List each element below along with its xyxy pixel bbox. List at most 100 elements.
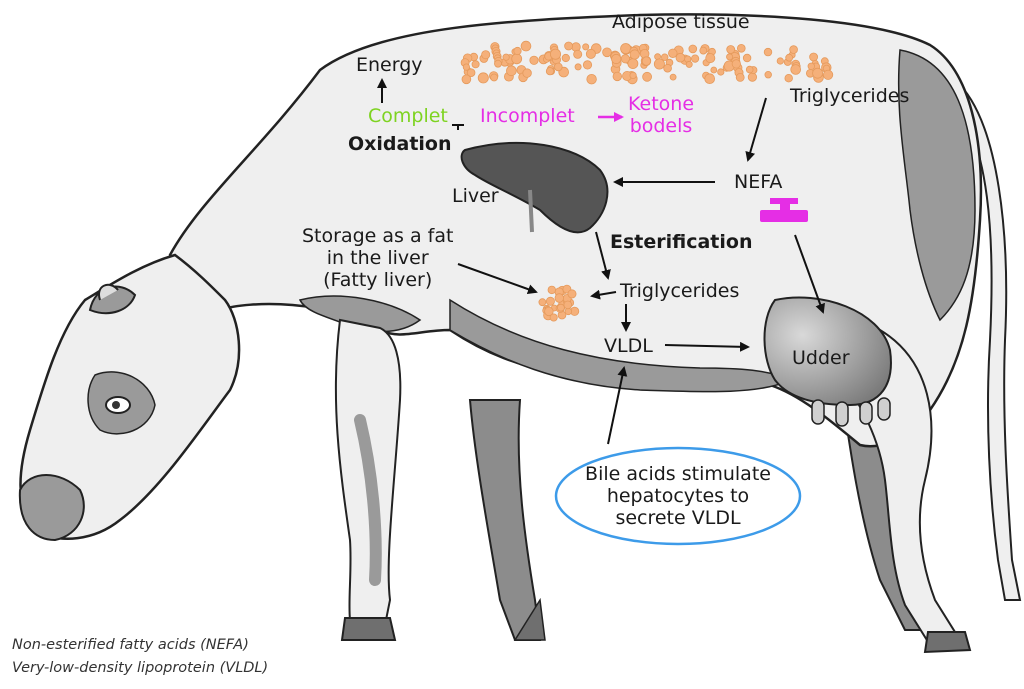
fat-droplet <box>585 48 596 59</box>
fat-droplet <box>809 52 818 62</box>
fat-droplet <box>764 70 772 79</box>
tail <box>948 78 1022 601</box>
horn <box>98 283 119 301</box>
liver-fat-droplet <box>563 300 573 310</box>
fatty-liver-storage-label: Storage as a fat in the liver (Fatty liv… <box>302 225 454 291</box>
fat-droplet <box>704 73 715 84</box>
fat-droplet <box>629 71 637 80</box>
fat-droplet <box>784 73 793 83</box>
ketone-bodies-label: Ketone bodels <box>628 93 695 137</box>
muzzle <box>18 474 85 542</box>
bile-acids-bubble <box>554 446 802 546</box>
fat-droplet <box>529 55 539 65</box>
teats <box>811 397 891 427</box>
liver-fat-droplet <box>557 303 565 312</box>
fat-droplet <box>653 58 665 70</box>
fat-droplet <box>582 43 590 51</box>
fat-droplet <box>822 69 834 80</box>
fat-droplet <box>663 63 672 73</box>
adipose-tissue-label: Adipose tissue <box>612 11 750 33</box>
fat-droplet <box>675 52 686 63</box>
fat-droplet <box>731 59 741 69</box>
shoulder-patch <box>298 295 422 333</box>
front-hoof <box>340 617 397 641</box>
fat-droplet <box>685 60 693 68</box>
fat-droplet <box>789 45 798 54</box>
fat-droplet <box>690 54 700 63</box>
fat-droplet <box>661 53 669 61</box>
fat-droplet <box>550 48 562 60</box>
liver-fat-droplet <box>567 289 577 299</box>
fat-droplet <box>466 68 476 77</box>
triglycerides-liver-label: Triglycerides <box>620 280 740 302</box>
fat-droplet <box>705 53 716 64</box>
fat-droplet <box>586 73 597 85</box>
fat-droplet <box>545 67 555 76</box>
fat-droplet <box>511 53 523 65</box>
liver-fat-droplet <box>545 296 555 306</box>
liver-fat-droplet <box>544 306 554 317</box>
fat-droplet <box>620 43 632 55</box>
oxidation-label: Oxidation <box>348 133 452 155</box>
adipose-tissue <box>460 40 834 85</box>
liver-label: Liver <box>452 185 499 207</box>
fat-droplet <box>763 47 773 57</box>
incomplete-oxidation-label: Incomplet <box>480 105 575 127</box>
fat-droplet <box>561 53 570 63</box>
fat-droplet <box>461 74 472 85</box>
fat-droplet <box>710 66 718 74</box>
liver-fat-droplet <box>547 285 556 295</box>
fat-droplet <box>745 65 754 74</box>
fat-droplet <box>742 53 752 63</box>
fat-droplet <box>462 63 470 71</box>
udder <box>763 296 892 407</box>
fat-droplet <box>612 71 623 82</box>
fat-droplet <box>790 64 801 75</box>
far-front-leg <box>468 399 542 641</box>
fat-droplet <box>611 53 622 65</box>
fat-droplet <box>717 68 725 76</box>
fat-droplet <box>726 45 736 54</box>
fat-droplet <box>785 53 794 62</box>
fat-droplet <box>520 40 532 52</box>
liver-fat-droplets <box>538 284 580 322</box>
fat-droplet <box>490 73 499 82</box>
fat-droplet <box>553 62 563 72</box>
fat-droplet <box>522 68 532 78</box>
fat-droplet <box>688 44 698 54</box>
fat-droplet <box>812 67 823 79</box>
fat-droplet <box>629 49 640 60</box>
fat-droplet <box>699 46 708 55</box>
liver-fat-droplet <box>538 298 547 307</box>
fat-droplet <box>602 47 612 58</box>
fat-droplet <box>807 62 815 71</box>
esterification-label: Esterification <box>610 231 753 253</box>
fat-droplet <box>574 63 582 71</box>
liver-fat-droplet <box>549 313 558 322</box>
fat-droplet <box>573 49 583 59</box>
triglycerides-adipose-label: Triglycerides <box>790 85 910 107</box>
nefa-footnote: Non-esterified fatty acids (NEFA) <box>12 637 249 653</box>
liver <box>460 141 609 234</box>
fat-droplet <box>641 56 652 66</box>
fat-droplet <box>627 58 639 69</box>
magenta-enzyme-icon <box>760 198 808 222</box>
complete-oxidation-label: Complet <box>368 105 448 127</box>
vldl-label: VLDL <box>604 335 653 357</box>
fat-droplet <box>582 60 593 70</box>
bile-acids-label: Bile acids stimulate hepatocytes to secr… <box>585 463 771 529</box>
fat-droplet <box>481 50 491 60</box>
fat-droplet <box>477 72 489 84</box>
fat-droplet <box>747 72 758 82</box>
fat-droplet <box>669 73 677 81</box>
fat-droplet <box>726 53 734 61</box>
fat-droplet <box>736 43 746 53</box>
liver-fat-droplet <box>554 293 565 303</box>
nefa-label: NEFA <box>734 171 783 193</box>
fat-droplet <box>502 53 510 61</box>
vldl-footnote: Very-low-density lipoprotein (VLDL) <box>12 660 269 676</box>
fat-droplet <box>494 59 502 68</box>
energy-label: Energy <box>356 54 423 76</box>
